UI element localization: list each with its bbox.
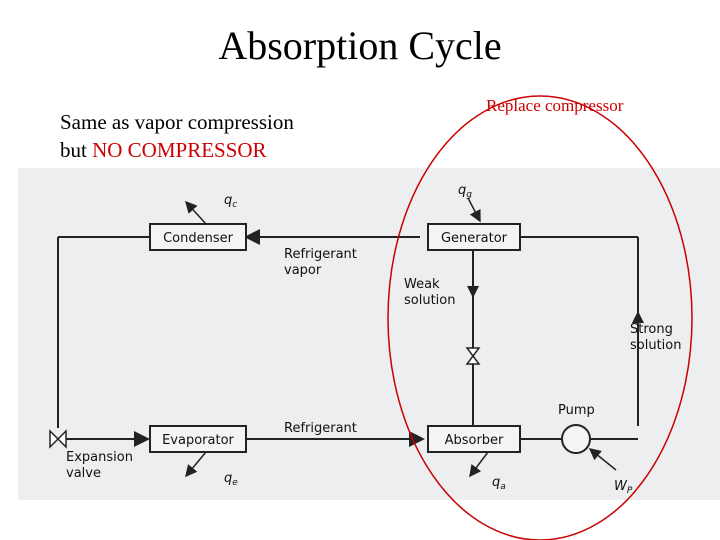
- component-labels: Condenser Generator Evaporator Absorber …: [162, 231, 595, 448]
- strong-solution-label-2: solution: [630, 338, 681, 353]
- heat-labels: qc qg qe qa WP: [224, 183, 633, 496]
- highlight-ellipse: [387, 95, 693, 540]
- expansion-valve-label-2: valve: [66, 466, 101, 481]
- flow-arrows: [467, 286, 644, 323]
- evaporator-label: Evaporator: [162, 433, 234, 448]
- weak-solution-arrow: [467, 286, 479, 298]
- absorption-cycle-figure: Condenser Generator Evaporator Absorber …: [18, 168, 720, 500]
- no-compressor-highlight: NO COMPRESSOR: [92, 138, 267, 162]
- valves: [49, 347, 481, 449]
- strong-solution-arrow: [632, 311, 644, 323]
- qc-label: qc: [224, 193, 237, 210]
- subtitle-prefix: but: [60, 138, 93, 162]
- qe-label: qe: [224, 471, 238, 488]
- expansion-valve: [49, 429, 67, 449]
- qe-arrow: [185, 451, 207, 478]
- replace-compressor-note: Replace compressor: [486, 96, 624, 115]
- weak-solution-label-2: solution: [404, 293, 455, 308]
- subtitle-line-1: Same as vapor compression: [60, 110, 294, 134]
- generator-label: Generator: [441, 231, 508, 246]
- refrigerant-vapor-label-1: Refrigerant: [284, 247, 357, 262]
- pump-circle: [561, 424, 591, 454]
- pump-label: Pump: [558, 403, 595, 418]
- condenser-label: Condenser: [163, 231, 234, 246]
- flow-lines: [57, 229, 639, 447]
- heat-arrows: [184, 197, 617, 478]
- weak-solution-label-1: Weak: [404, 277, 440, 292]
- refrigerant-vapor-label-2: vapor: [284, 263, 322, 278]
- slide-title: Absorption Cycle: [218, 23, 502, 68]
- strong-solution-label-1: Strong: [630, 322, 673, 337]
- qg-label: qg: [458, 183, 472, 200]
- cycle-diagram: Condenser Generator Evaporator Absorber …: [49, 183, 681, 496]
- qa-label: qa: [492, 475, 506, 492]
- refrigerant-label: Refrigerant: [284, 421, 357, 436]
- solution-valve: [465, 347, 481, 365]
- subtitle-line-2: but NO COMPRESSOR: [60, 136, 294, 164]
- component-boxes: [149, 223, 521, 453]
- slide-subtitle: Same as vapor compression but NO COMPRES…: [60, 108, 294, 164]
- qg-arrow: [467, 197, 481, 223]
- generator-box: [427, 223, 521, 251]
- stream-labels: Refrigerant vapor Weak solution Strong s…: [66, 247, 681, 481]
- evaporator-box: [149, 425, 247, 453]
- wp-arrow: [588, 448, 617, 471]
- qa-arrow: [469, 451, 489, 478]
- absorber-label: Absorber: [445, 433, 504, 448]
- condenser-box: [149, 223, 247, 251]
- qc-arrow: [184, 200, 207, 225]
- expansion-valve-label-1: Expansion: [66, 450, 133, 465]
- absorber-box: [427, 425, 521, 453]
- wp-label: WP: [614, 479, 633, 496]
